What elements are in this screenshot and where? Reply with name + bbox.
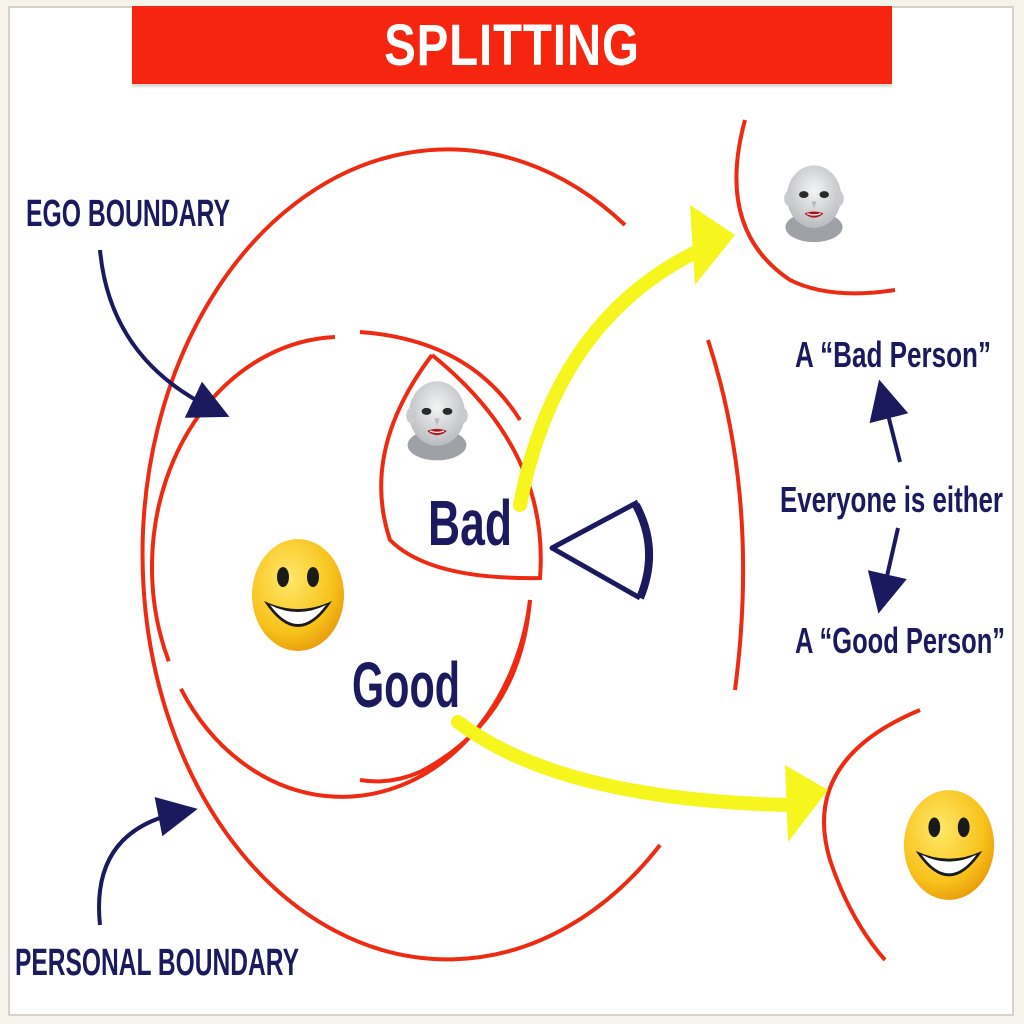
diagram-title: SPLITTING bbox=[384, 12, 640, 78]
eye-icon bbox=[549, 499, 653, 601]
good-label: Good bbox=[352, 649, 460, 721]
good-projection-arrow bbox=[451, 715, 797, 812]
good-person-boundary bbox=[822, 708, 921, 962]
title-banner: SPLITTING bbox=[132, 6, 892, 84]
personal-boundary-label: PERSONAL BOUNDARY bbox=[15, 942, 299, 984]
everyone-is-either-label: Everyone is either bbox=[780, 479, 1003, 520]
bad-person-label: A “Bad Person” bbox=[795, 334, 991, 375]
good-projection-arrowhead bbox=[785, 765, 828, 842]
bad-label: Bad bbox=[428, 487, 512, 559]
baby-face-icon-bad-person bbox=[783, 164, 845, 244]
ego-boundary-top-arc bbox=[359, 330, 522, 422]
baby-face-icon-inner bbox=[405, 380, 469, 462]
personal-boundary-circle bbox=[140, 147, 662, 962]
ego-boundary-lower-arc bbox=[359, 599, 532, 784]
personal-boundary-pointer-arrow bbox=[97, 796, 198, 926]
up-arrow-bad-person bbox=[869, 379, 909, 463]
bad-lobe-boundary bbox=[379, 353, 543, 581]
smiley-face-icon-inner bbox=[252, 539, 344, 651]
diagram-frame bbox=[8, 6, 1014, 1016]
ego-boundary-pointer-arrow bbox=[98, 249, 230, 418]
bad-person-boundary bbox=[734, 119, 896, 296]
ego-boundary-label: EGO BOUNDARY bbox=[26, 193, 230, 235]
personal-boundary-right-arc bbox=[706, 339, 746, 691]
bad-projection-arrowhead bbox=[690, 205, 735, 285]
smiley-face-icon-good-person bbox=[903, 790, 995, 900]
bad-projection-arrow bbox=[513, 243, 707, 512]
down-arrow-good-person bbox=[867, 527, 907, 614]
good-person-label: A “Good Person” bbox=[795, 620, 1005, 661]
